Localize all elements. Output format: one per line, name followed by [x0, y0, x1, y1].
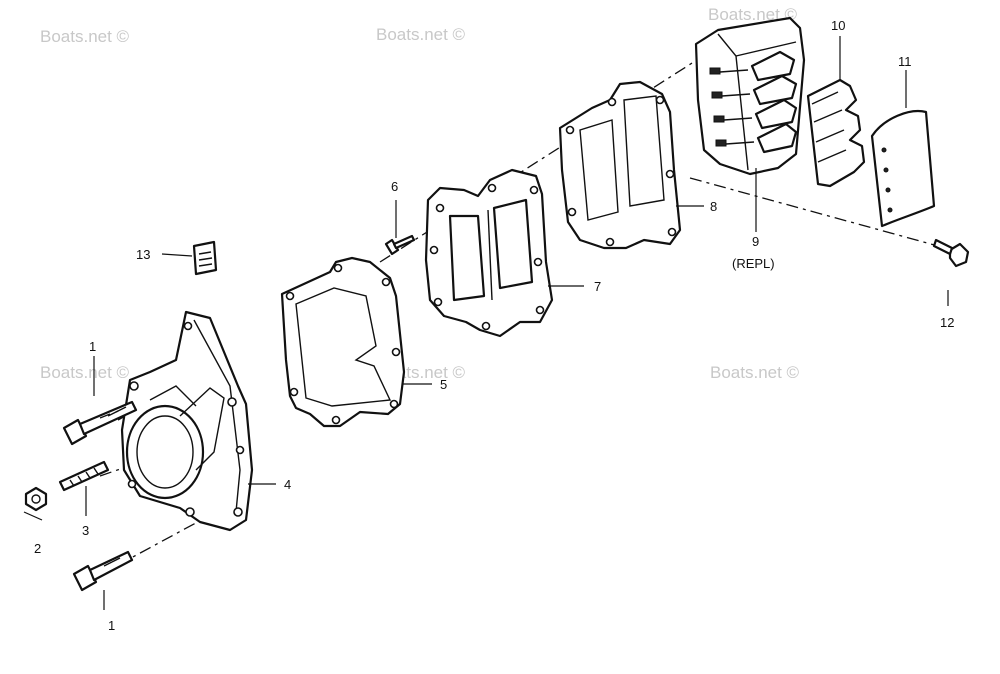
watermark-top-center: Boats.net © — [376, 25, 466, 44]
part-4-adapter-housing — [120, 310, 254, 532]
part-1-bolt-lower — [72, 550, 134, 592]
callout-13: 13 — [136, 247, 150, 262]
bolt-axis-line-lower — [117, 517, 206, 566]
part-10-reed-petal — [806, 78, 866, 188]
callout-2: 2 — [34, 541, 41, 556]
part-3-stud — [58, 460, 110, 492]
part-1-bolt-upper — [62, 400, 138, 446]
callout-9-note: (REPL) — [732, 256, 775, 271]
callout-7: 7 — [594, 279, 601, 294]
callout-12: 12 — [940, 315, 954, 330]
part-12-screw — [932, 238, 970, 268]
part-2-nut — [24, 486, 48, 512]
callout-1-lower: 1 — [108, 618, 115, 633]
watermark-top-left: Boats.net © — [40, 27, 130, 46]
leader-2 — [23, 511, 43, 521]
part-13-plate — [192, 240, 218, 276]
part-8-gasket — [558, 80, 682, 250]
leader-13 — [161, 253, 193, 257]
part-5-gasket — [280, 256, 406, 428]
callout-1-upper: 1 — [89, 339, 96, 354]
callout-4: 4 — [284, 477, 291, 492]
callout-3: 3 — [82, 523, 89, 538]
callout-11: 11 — [898, 54, 912, 69]
part-6-screw — [384, 234, 416, 256]
part-9-reed-block — [694, 16, 806, 176]
callout-5: 5 — [440, 377, 447, 392]
part-7-reed-plate — [424, 168, 554, 338]
callout-10: 10 — [831, 18, 845, 33]
watermark-mid-right: Boats.net © — [710, 363, 800, 382]
callout-8: 8 — [710, 199, 717, 214]
callout-6: 6 — [391, 179, 398, 194]
part-11-reed-stop — [870, 110, 936, 228]
callout-9: 9 — [752, 234, 759, 249]
watermark-mid-left: Boats.net © — [40, 363, 130, 382]
watermark-top-right: Boats.net © — [708, 5, 798, 24]
assembly-axis-line-lower — [689, 177, 961, 253]
